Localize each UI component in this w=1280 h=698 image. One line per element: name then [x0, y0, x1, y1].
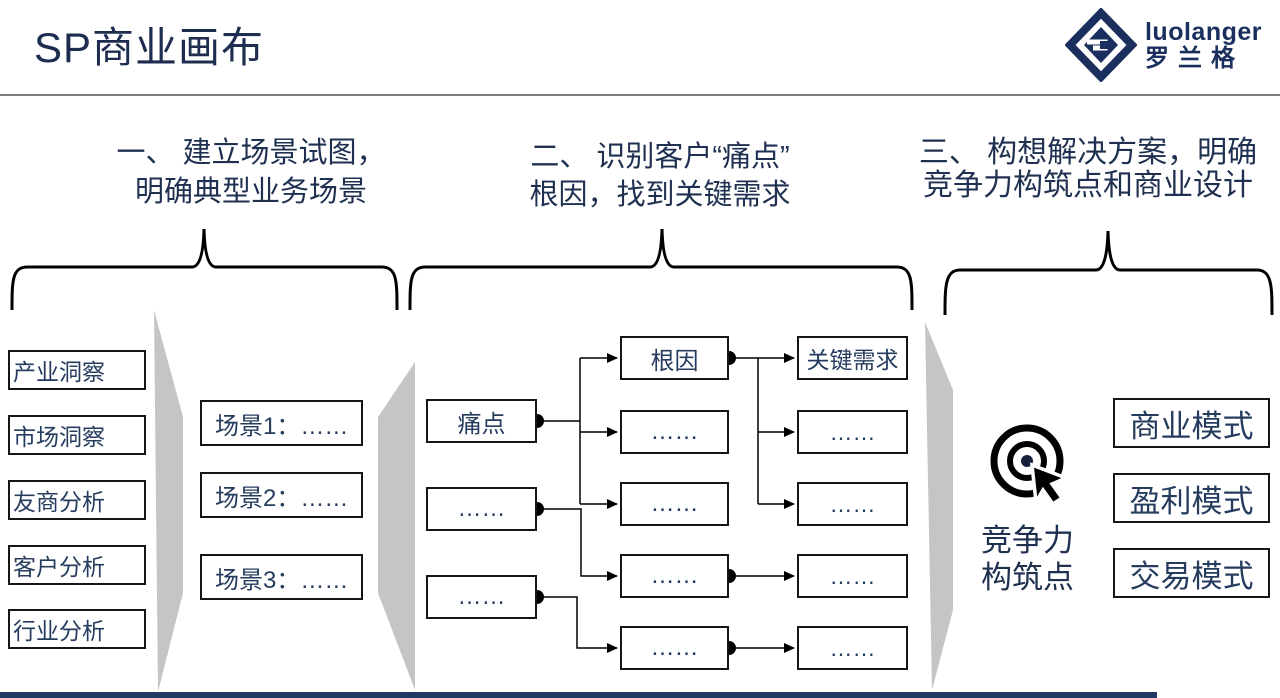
competitiveness-line1: 竞争力 — [981, 523, 1074, 558]
arrow-pain3-to-root5 — [537, 596, 618, 653]
pain-box-3: …… — [426, 575, 537, 619]
arrow-pain2-to-root4 — [537, 508, 618, 581]
phase-2-heading: 二、 识别客户“痛点” 根因，找到关键需求 — [480, 138, 840, 214]
pain-box-2: …… — [426, 487, 537, 531]
need-label: 关键需求 — [806, 347, 899, 373]
phase-1-line1: 一、 建立场景试图， — [116, 137, 386, 169]
scenario-label: 场景1：…… — [215, 412, 349, 440]
bottom-accent-bar — [0, 692, 1157, 698]
perspective-panel-3 — [925, 322, 953, 690]
logo-text: luolanger 罗兰格 — [1144, 17, 1262, 72]
section-braces — [10, 228, 1274, 316]
scenario-box-3: 场景3：…… — [200, 554, 363, 600]
insight-box-market: 市场洞察 — [8, 415, 146, 455]
need-box-4: …… — [797, 554, 908, 598]
insight-label: 客户分析 — [13, 554, 105, 580]
need-label: …… — [829, 562, 876, 589]
root-label: …… — [650, 418, 699, 445]
page-title: SP商业画布 — [34, 24, 265, 71]
need-box-1: 关键需求 — [797, 336, 908, 380]
logo-brand-cn: 罗兰格 — [1144, 44, 1244, 72]
pain-box-1: 痛点 — [426, 399, 537, 443]
phase-3-line1: 三、 构想解决方案，明确 — [918, 136, 1258, 169]
root-box-3: …… — [620, 482, 729, 526]
insight-box-sector: 行业分析 — [8, 609, 146, 649]
root-label: …… — [650, 562, 699, 589]
root-box-1: 根因 — [620, 336, 729, 380]
phase-2-line1: 二、 识别客户“痛点” — [530, 141, 790, 173]
perspective-panel-1 — [154, 310, 183, 692]
phase-2-line2: 根因，找到关键需求 — [529, 179, 791, 211]
pain-label: …… — [457, 495, 506, 522]
model-box-business: 商业模式 — [1113, 398, 1270, 448]
phase-3-line2: 竞争力构筑点和商业设计 — [923, 169, 1253, 202]
competitiveness-label: 竞争力 构筑点 — [981, 522, 1111, 596]
brace-1 — [10, 228, 399, 311]
insight-label: 市场洞察 — [13, 424, 105, 450]
phase-3-heading: 三、 构想解决方案，明确 竞争力构筑点和商业设计 — [896, 136, 1280, 202]
cursor-arrow — [1029, 462, 1070, 506]
root-box-4: …… — [620, 554, 729, 598]
brace-3 — [943, 230, 1274, 316]
header-divider — [0, 94, 1280, 96]
scenario-label: 场景3：…… — [215, 566, 349, 594]
need-box-2: …… — [797, 410, 908, 454]
need-label: …… — [829, 634, 876, 661]
phase-1-heading: 一、 建立场景试图， 明确典型业务场景 — [96, 134, 406, 212]
brace-2 — [408, 228, 914, 311]
target-cursor-icon — [990, 424, 1070, 506]
phase-1-line2: 明确典型业务场景 — [134, 176, 367, 208]
scenario-box-1: 场景1：…… — [200, 400, 363, 446]
logo-diamond-icon — [1064, 8, 1137, 82]
need-label: …… — [829, 418, 876, 445]
scenario-box-2: 场景2：…… — [200, 472, 363, 518]
need-label: …… — [829, 490, 876, 517]
root-label: …… — [650, 490, 699, 517]
model-box-trade: 交易模式 — [1113, 548, 1270, 598]
root-label: 根因 — [650, 347, 699, 375]
brand-logo: luolanger 罗兰格 — [1064, 8, 1262, 82]
pain-label: 痛点 — [457, 410, 506, 438]
model-label: 商业模式 — [1129, 408, 1254, 444]
scenario-label: 场景2：…… — [215, 484, 349, 512]
root-box-5: …… — [620, 626, 729, 670]
perspective-panel-2 — [378, 362, 415, 690]
insight-box-customer: 客户分析 — [8, 545, 146, 585]
insight-label: 产业洞察 — [13, 359, 105, 385]
competitiveness-line2: 构筑点 — [981, 560, 1074, 595]
model-label: 盈利模式 — [1129, 483, 1254, 519]
insight-box-competitor: 友商分析 — [8, 480, 146, 520]
root-label: …… — [650, 634, 699, 661]
insight-label: 行业分析 — [13, 618, 105, 644]
need-box-5: …… — [797, 626, 908, 670]
insight-label: 友商分析 — [13, 489, 105, 515]
insight-box-industry: 产业洞察 — [8, 350, 146, 390]
need-box-3: …… — [797, 482, 908, 526]
root-box-2: …… — [620, 410, 729, 454]
model-box-profit: 盈利模式 — [1113, 473, 1270, 523]
logo-brand-en: luolanger — [1144, 17, 1262, 46]
model-label: 交易模式 — [1129, 558, 1254, 594]
pain-label: …… — [457, 583, 506, 610]
